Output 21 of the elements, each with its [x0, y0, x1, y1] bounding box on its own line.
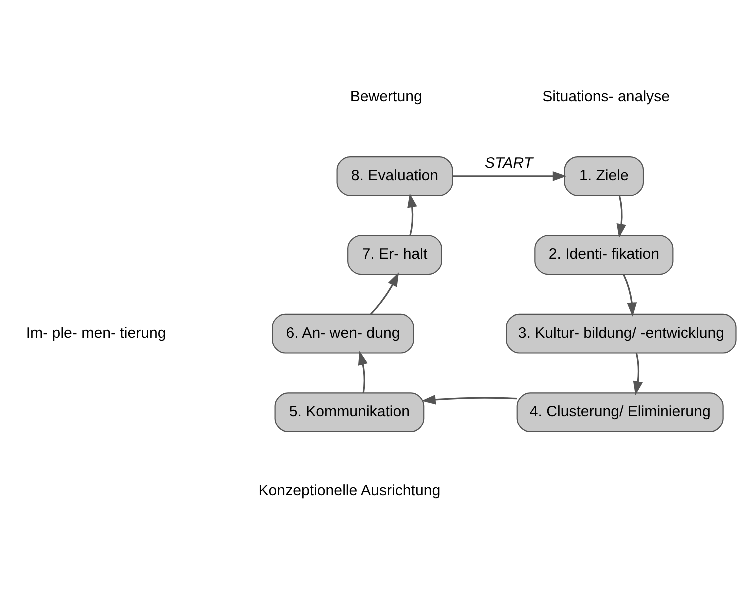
label: Konzeptionelle Ausrichtung: [258, 482, 441, 500]
arrow: [422, 395, 518, 405]
arrow: [623, 274, 638, 317]
label: Bewertung: [350, 88, 422, 106]
node-box: 3. Kultur- bildung/ -entwicklung: [506, 314, 737, 354]
node-box: 1. Ziele: [564, 156, 644, 196]
label: Im- ple- men- tierung: [26, 324, 166, 342]
node-box: 6. An- wen- dung: [272, 314, 414, 354]
arrow: [452, 172, 567, 182]
arrow: [408, 194, 418, 236]
arrow: [370, 272, 400, 315]
node-box: 5. Kommunikation: [274, 392, 425, 433]
node-box: 8. Evaluation: [336, 156, 454, 196]
arrow: [358, 351, 368, 394]
node-box: 7. Er- halt: [348, 235, 442, 276]
arrow: [633, 353, 644, 396]
arrow: [616, 196, 626, 238]
node-box: 4. Clusterung/ Eliminierung: [516, 392, 724, 433]
edge-label: START: [485, 155, 534, 172]
node-box: 2. Identi- fikation: [534, 235, 674, 276]
label: Situations- analyse: [542, 88, 670, 106]
